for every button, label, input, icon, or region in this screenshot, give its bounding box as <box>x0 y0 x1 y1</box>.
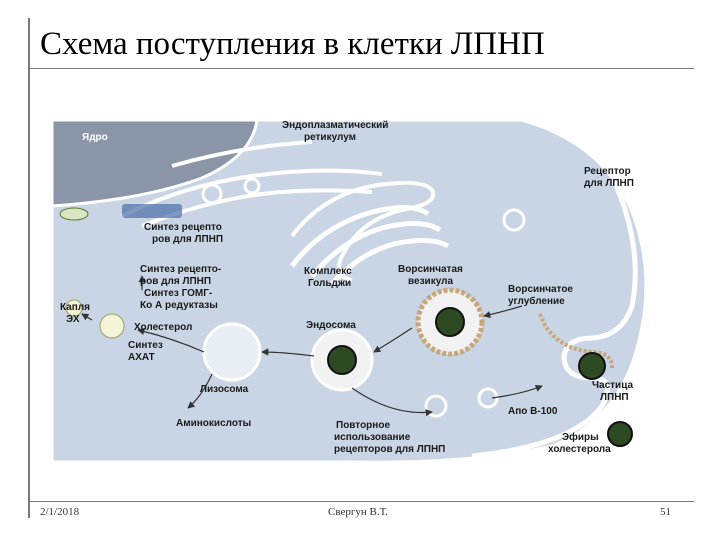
nuclear-receptor-synthesis <box>122 204 182 218</box>
label-ldl-particle-2: ЛПНП <box>600 392 629 403</box>
label-esters-1: Эфиры <box>562 431 599 443</box>
slide-title-rule <box>28 68 694 69</box>
ldl-particle <box>578 352 606 380</box>
golgi-complex <box>290 205 450 286</box>
transport-vesicle <box>243 177 261 195</box>
diagram-svg: Ядро <box>50 116 652 464</box>
cholesterol-droplet <box>99 313 125 339</box>
label-endosome: Эндосома <box>306 320 356 331</box>
footer-page-number: 51 <box>660 506 671 518</box>
label-ldl-particle-1: Частица <box>592 380 633 391</box>
label-reg-4: Ко А редуктазы <box>140 300 218 311</box>
label-receptor-1: Рецептор <box>584 166 631 177</box>
label-acat-1: Синтез <box>128 340 163 351</box>
label-amino-acids: Аминокислоты <box>176 418 251 429</box>
slide-title: Схема поступления в клетки ЛПНП <box>40 26 545 62</box>
cholesteryl-ester-droplet <box>59 207 89 221</box>
label-droplet-1: Капля <box>60 302 90 313</box>
nucleus <box>50 118 259 208</box>
label-recycle-3: рецепторов для ЛПНП <box>334 444 445 455</box>
transport-vesicle <box>201 183 223 205</box>
coated-vesicle-ldl-core <box>435 307 465 337</box>
label-golgi-1: Комплекс <box>304 266 352 277</box>
label-nucleus: Ядро <box>82 132 108 143</box>
label-recycle-2: использование <box>334 432 411 443</box>
label-coated-vesicle-1: Ворсинчатая <box>398 264 463 275</box>
ldl-particle-outside <box>607 421 633 447</box>
label-receptor-2: для ЛПНП <box>584 178 634 189</box>
label-golgi-2: Гольджи <box>308 278 351 289</box>
label-synth-rec-2: ров для ЛПНП <box>152 234 223 245</box>
lysosome <box>202 322 262 382</box>
label-synth-rec-1: Синтез рецепто <box>144 222 222 233</box>
label-coated-vesicle-2: везикула <box>408 276 453 287</box>
label-apo: Апо В-100 <box>508 406 558 417</box>
pathway-arrows <box>81 275 543 417</box>
footer-author: Свергун В.Т. <box>328 506 388 518</box>
label-coated-pit-1: Ворсинчатое <box>508 284 573 295</box>
slide-left-rule <box>28 18 30 518</box>
label-droplet-2: ЭХ <box>66 314 80 325</box>
ldl-uptake-diagram: Ядро <box>50 116 652 464</box>
transport-vesicle <box>502 208 526 232</box>
label-reg-2: ров для ЛПНП <box>140 276 211 287</box>
label-reg-3: Синтез ГОМГ- <box>144 288 212 299</box>
label-esters-2: холестерола <box>548 444 611 455</box>
label-acat-2: АХАТ <box>128 352 155 363</box>
label-recycle-1: Повторное <box>336 420 390 431</box>
label-coated-pit-2: углубление <box>508 295 565 307</box>
recycling-vesicle <box>424 394 448 418</box>
label-lysosome: Лизосома <box>200 384 249 395</box>
label-cholesterol: Холестерол <box>134 322 192 333</box>
label-er-1: Эндоплазматический <box>282 120 388 131</box>
label-er-2: ретикулум <box>304 132 356 143</box>
acat-droplet <box>65 299 83 317</box>
footer-date: 2/1/2018 <box>40 506 80 518</box>
recycling-vesicle <box>477 387 499 409</box>
label-reg-1: Синтез рецепто- <box>140 264 221 275</box>
slide-footer-rule <box>28 501 694 502</box>
endosome-ldl-core <box>327 345 357 375</box>
plasma-membrane <box>471 174 638 459</box>
